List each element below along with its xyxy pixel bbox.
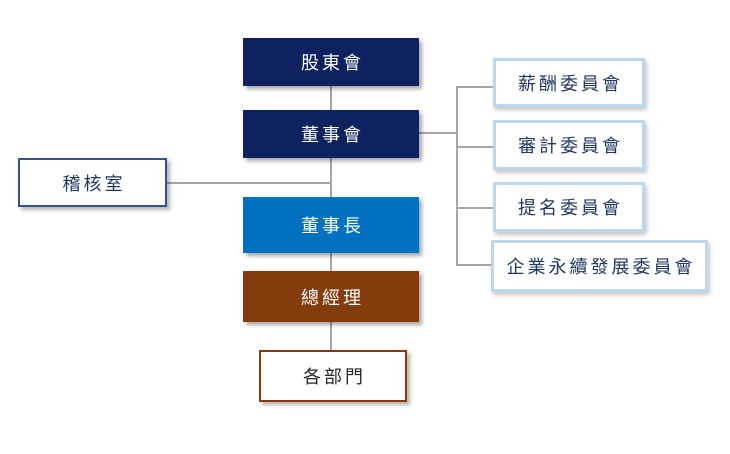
node-label: 董事會 bbox=[301, 125, 364, 146]
connector-committee-stub bbox=[456, 146, 493, 148]
node-board-of-directors: 董事會 bbox=[243, 110, 419, 158]
node-label: 薪酬委員會 bbox=[518, 73, 623, 95]
node-committee-remuneration: 薪酬委員會 bbox=[493, 58, 645, 107]
node-label: 各部門 bbox=[303, 367, 366, 388]
connector-committee-stub bbox=[456, 264, 493, 266]
connector-committee-stub bbox=[456, 86, 493, 88]
node-shareholders-meeting: 股東會 bbox=[243, 38, 419, 86]
connector-committee-bracket bbox=[456, 86, 458, 266]
node-committee-audit: 審計委員會 bbox=[493, 120, 645, 170]
connector-audit bbox=[167, 182, 331, 184]
node-label: 股東會 bbox=[301, 53, 364, 74]
node-label: 企業永續發展委員會 bbox=[506, 257, 696, 278]
connector-president-departments bbox=[330, 322, 332, 350]
connector-board-chairman bbox=[330, 158, 332, 197]
node-committee-nomination: 提名委員會 bbox=[493, 182, 645, 232]
connector-board-committees bbox=[419, 132, 458, 134]
node-label: 審計委員會 bbox=[518, 136, 623, 157]
node-label: 董事長 bbox=[301, 216, 364, 237]
connector-chairman-president bbox=[330, 253, 332, 271]
node-label: 稽核室 bbox=[62, 173, 126, 195]
node-audit-office: 稽核室 bbox=[18, 158, 167, 207]
node-label: 提名委員會 bbox=[518, 198, 623, 219]
connector-committee-stub bbox=[456, 207, 493, 209]
node-president: 總經理 bbox=[243, 271, 419, 322]
node-label: 總經理 bbox=[301, 287, 364, 309]
connector-shareholders-board bbox=[330, 86, 332, 110]
node-committee-sustainability: 企業永續發展委員會 bbox=[491, 240, 708, 292]
node-chairman: 董事長 bbox=[243, 197, 419, 253]
node-departments: 各部門 bbox=[259, 350, 407, 402]
